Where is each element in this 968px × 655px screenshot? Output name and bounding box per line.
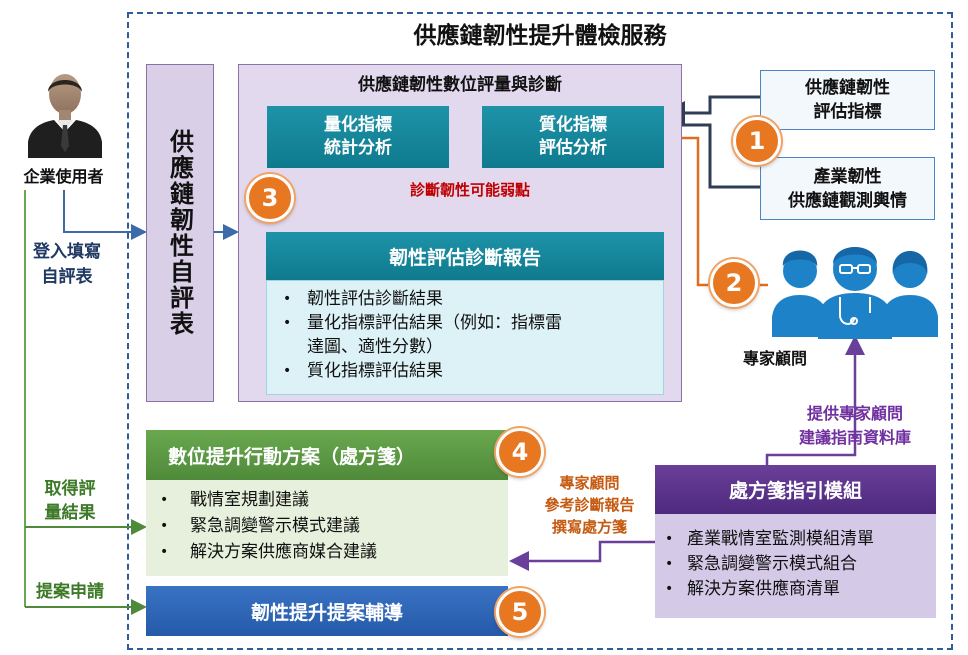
diagnosis-title: 供應鏈韌性數位評量與診斷: [358, 75, 562, 95]
indicator-line2: 評估指標: [813, 102, 882, 122]
bullet-icon: •: [160, 518, 169, 534]
prescription-item: 產業戰情室監測模組清單: [687, 529, 874, 549]
proposal-apply-label: 提案申請: [36, 582, 104, 602]
report-item-cont: 達圖、適性分數）: [307, 337, 443, 357]
opinion-line2: 供應鏈觀測輿情: [788, 190, 907, 211]
quant-line1: 量化指標: [324, 115, 392, 135]
prescription-item: 緊急調變警示模式組合: [687, 554, 857, 574]
report-item: 質化指標評估結果: [307, 361, 443, 381]
get-result-label: 取得評量結果: [44, 479, 96, 523]
bullet-icon: •: [283, 363, 292, 379]
qual-analysis-box: 質化指標 評估分析: [482, 106, 664, 168]
proposal-guidance-title: 韌性提升提案輔導: [146, 586, 508, 636]
action-item: 解決方案供應商媒合建議: [190, 542, 377, 562]
self-assessment-box: 供應鏈韌性自評表: [146, 64, 214, 402]
indicator-line1: 供應鏈韌性: [805, 78, 890, 98]
quant-analysis-box: 量化指標 統計分析: [267, 106, 449, 168]
prescription-module-title: 處方箋指引模組: [655, 465, 936, 514]
step-3-badge: 3: [246, 174, 294, 222]
public-opinion-box: 產業韌性 供應鏈觀測輿情: [760, 157, 935, 220]
report-item: 量化指標評估結果（例如：指標雷: [307, 313, 562, 333]
bullet-icon: •: [665, 581, 674, 597]
business-user-label: 企業使用者: [23, 167, 104, 186]
step-5-badge: 5: [496, 588, 544, 636]
step-1-badge: 1: [733, 117, 781, 165]
action-plan-list: • 戰情室規劃建議 • 緊急調變警示模式建議 • 解決方案供應商媒合建議: [146, 480, 508, 576]
step-4-badge: 4: [496, 428, 544, 476]
report-title: 韌性評估診斷報告: [266, 232, 664, 280]
prescription-module-list: • 產業戰情室監測模組清單 • 緊急調變警示模式組合 • 解決方案供應商清單: [655, 514, 936, 618]
resilience-indicator-box: 供應鏈韌性 評估指標: [760, 70, 935, 130]
qual-line2: 評估分析: [539, 138, 607, 158]
bullet-icon: •: [283, 291, 292, 307]
opinion-line1: 產業韌性: [813, 166, 882, 187]
prescription-item: 解決方案供應商清單: [687, 579, 840, 599]
self-assessment-label: 供應鏈韌性自評表: [165, 129, 194, 337]
action-item: 緊急調變警示模式建議: [190, 516, 360, 536]
weakness-label: 診斷韌性可能弱點: [409, 181, 530, 199]
bullet-icon: •: [665, 531, 674, 547]
expert-consultants-icon: [772, 247, 938, 339]
page-title: 供應鏈韌性提升體檢服務: [413, 23, 667, 49]
expert-reference-label: 專家顧問 參考診斷報告 撰寫處方箋: [544, 474, 635, 536]
bullet-icon: •: [160, 492, 169, 508]
action-item: 戰情室規劃建議: [190, 490, 309, 510]
service-frame: [127, 12, 953, 650]
qual-line1: 質化指標: [539, 115, 607, 135]
bullet-icon: •: [160, 544, 169, 560]
expert-label: 專家顧問: [742, 349, 807, 368]
report-item: 韌性評估診斷結果: [307, 289, 443, 309]
login-fill-form-label: 登入填寫自評表: [33, 242, 101, 287]
bullet-icon: •: [665, 556, 674, 572]
quant-line2: 統計分析: [324, 138, 392, 158]
bullet-icon: •: [283, 315, 292, 331]
report-list: • 韌性評估診斷結果 • 量化指標評估結果（例如：指標雷 達圖、適性分數） • …: [266, 280, 664, 395]
business-user-icon: [28, 74, 102, 158]
action-plan-title: 數位提升行動方案（處方箋）: [146, 430, 508, 480]
expert-guide-label: 提供專家顧問 建議指南資料庫: [798, 404, 911, 447]
step-2-badge: 2: [710, 259, 758, 307]
